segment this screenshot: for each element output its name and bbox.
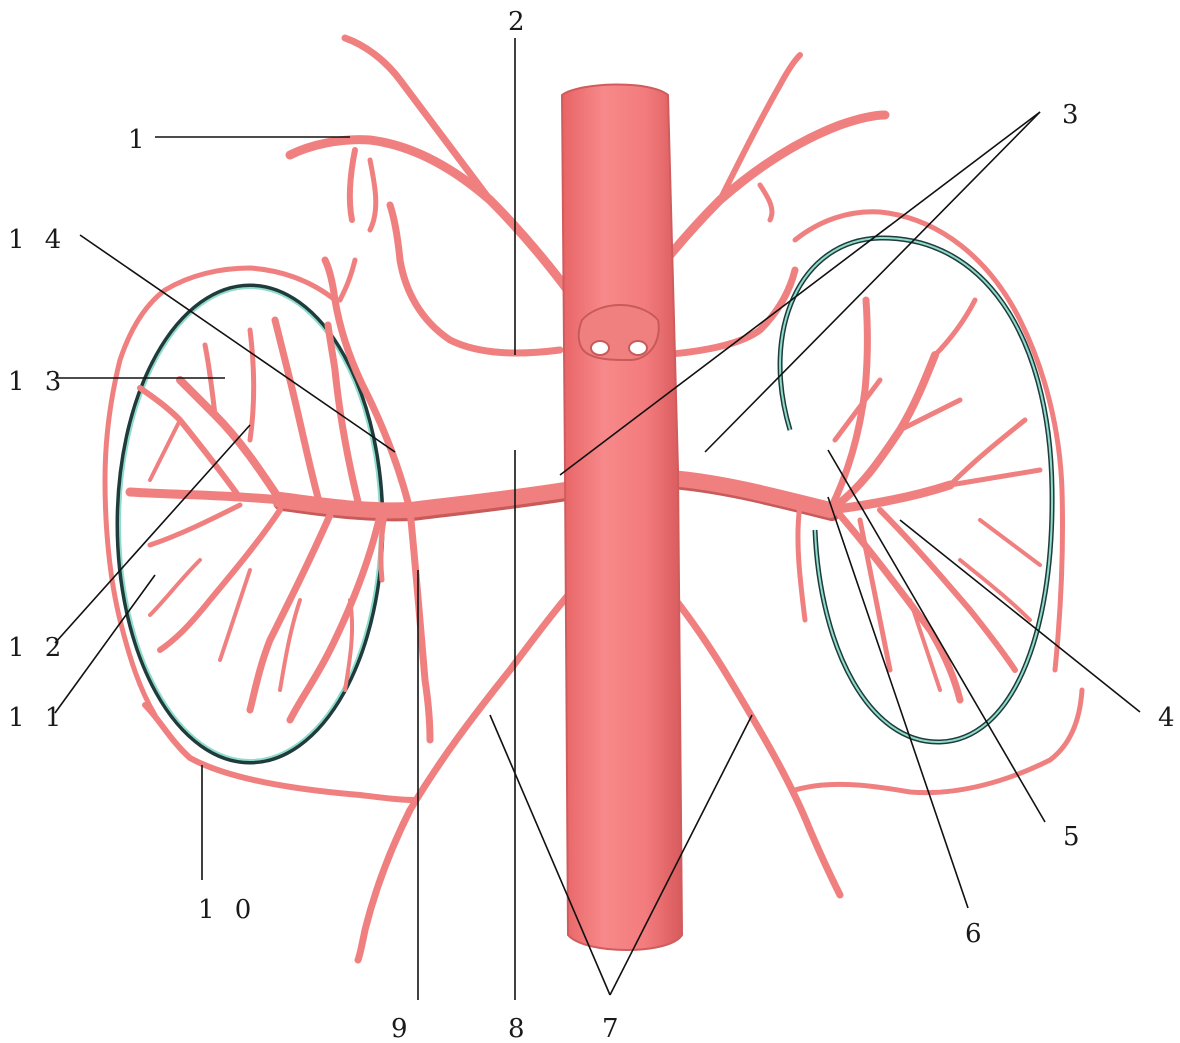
label-1: 1 — [128, 125, 151, 155]
label-7: 7 — [602, 1014, 625, 1043]
label-10: 1 0 — [198, 895, 257, 925]
left-kidney-outline — [118, 286, 382, 762]
abdominal-aorta — [562, 84, 682, 950]
label-5: 5 — [1063, 822, 1086, 852]
label-11: 1 1 — [8, 703, 67, 733]
label-8: 8 — [508, 1014, 531, 1043]
label-13: 1 3 — [8, 367, 67, 397]
label-3: 3 — [1062, 100, 1085, 130]
label-4: 4 — [1158, 703, 1180, 733]
label-14: 1 4 — [8, 225, 67, 255]
label-9: 9 — [391, 1014, 414, 1043]
right-kidney-vessels — [670, 212, 1082, 793]
label-2: 2 — [508, 7, 531, 37]
label-12: 1 2 — [8, 633, 67, 663]
label-6: 6 — [965, 919, 988, 949]
